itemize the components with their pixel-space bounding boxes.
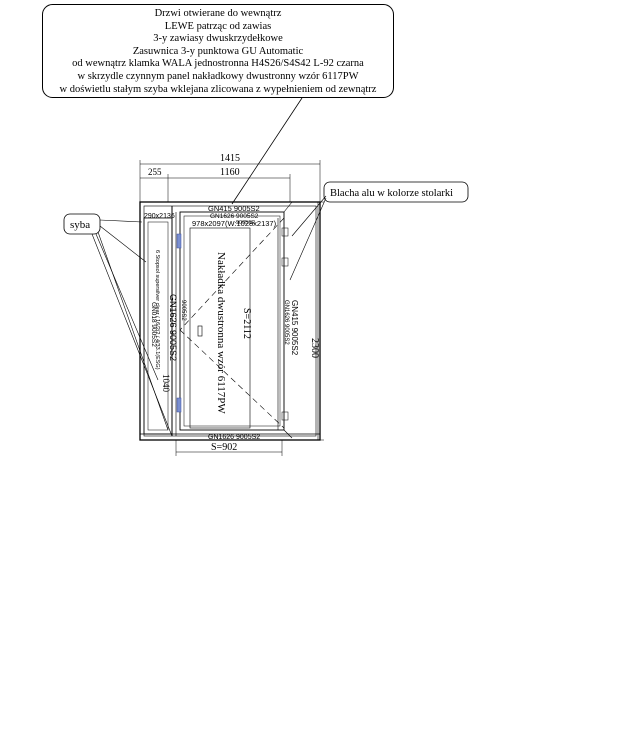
callout-box xyxy=(42,4,394,98)
dim-side-width: 255 xyxy=(148,167,162,177)
syba-leader xyxy=(99,225,147,263)
door-panel xyxy=(189,227,251,429)
blacha-box xyxy=(323,181,469,203)
handle xyxy=(197,325,203,337)
dim-sash-width: S=902 xyxy=(211,442,237,453)
callout-line: w skrzydle czynnym panel nakładkowy dwus… xyxy=(77,70,359,82)
sash-frame xyxy=(179,211,285,431)
frame-corner xyxy=(283,201,293,213)
callout-leader xyxy=(231,97,303,205)
dim-height: 2300 xyxy=(309,338,320,358)
callout-line: 3-y zawiasy dwuskrzydełkowe xyxy=(153,33,283,45)
hinge xyxy=(176,233,182,249)
callout-line: Zasuwnica 3-y punktowa GU Automatic xyxy=(132,45,304,57)
code-left-sash-a: GN1626 9005S2 xyxy=(168,294,178,361)
code-glass-num: 1040 xyxy=(161,374,171,393)
dim-leaf-width: 1160 xyxy=(220,167,240,178)
code-bottom-sash: GN1626 9005S2 xyxy=(208,434,260,441)
callout-line: LEWE patrząc od zawias xyxy=(164,20,272,32)
lock-bolt xyxy=(281,411,289,421)
callout-text: Drzwi otwierane do wewnątrz LEWE patrząc… xyxy=(42,8,394,96)
opening-line xyxy=(179,329,285,429)
syba-box xyxy=(63,213,101,235)
code-panel-text: Nakładka dwustronna wzór 6117PW xyxy=(215,252,227,414)
code-glass-size: 290x2136 xyxy=(144,213,175,220)
callout-line: w doświetlu stałym szyba wklejana zlicow… xyxy=(59,83,377,95)
hinge xyxy=(176,397,182,413)
callout-line: Drzwi otwierane do wewnątrz xyxy=(154,8,282,19)
outer-frame xyxy=(139,201,321,441)
code-glass-spec: 6 Stopsol supersilver clear / 16/2/2 / 4… xyxy=(154,250,160,370)
sidelight-glass xyxy=(147,221,169,431)
code-top-frame: GN415 9005S2 xyxy=(208,204,260,213)
blacha-leader xyxy=(291,195,327,237)
blacha-leader xyxy=(289,197,327,281)
lock-bolt xyxy=(281,257,289,267)
code-top-sash: GN1626 9005S2 xyxy=(210,213,259,220)
syba-leader xyxy=(97,231,169,431)
sash-inner xyxy=(183,215,281,427)
code-right-frame: GN415 9005S2 xyxy=(290,300,299,356)
syba-label: syba xyxy=(70,219,90,231)
dim-overall-width: 1415 xyxy=(220,153,240,164)
code-panel-size: 978x2097(W:1028x2137) xyxy=(192,219,277,228)
lock-bolt xyxy=(281,227,289,237)
syba-leader xyxy=(95,233,159,381)
code-top-sash-small: 9005S2 xyxy=(236,220,255,226)
callout-line: od wewnątrz klamka WALA jednostronna H4S… xyxy=(72,58,364,70)
code-right-sash: GN1626 9005S2 xyxy=(283,300,289,345)
dim-sash-height: S=2112 xyxy=(241,308,252,339)
frame-corner xyxy=(283,429,293,439)
syba-leader xyxy=(91,233,173,437)
syba-leader xyxy=(99,219,143,223)
code-left-frame: GN018 9005S2 xyxy=(150,302,157,347)
blacha-label: Blacha alu w kolorze stolarki xyxy=(330,188,453,199)
opening-line xyxy=(179,217,285,331)
code-left-sash-b: 9005S2 xyxy=(180,300,186,321)
